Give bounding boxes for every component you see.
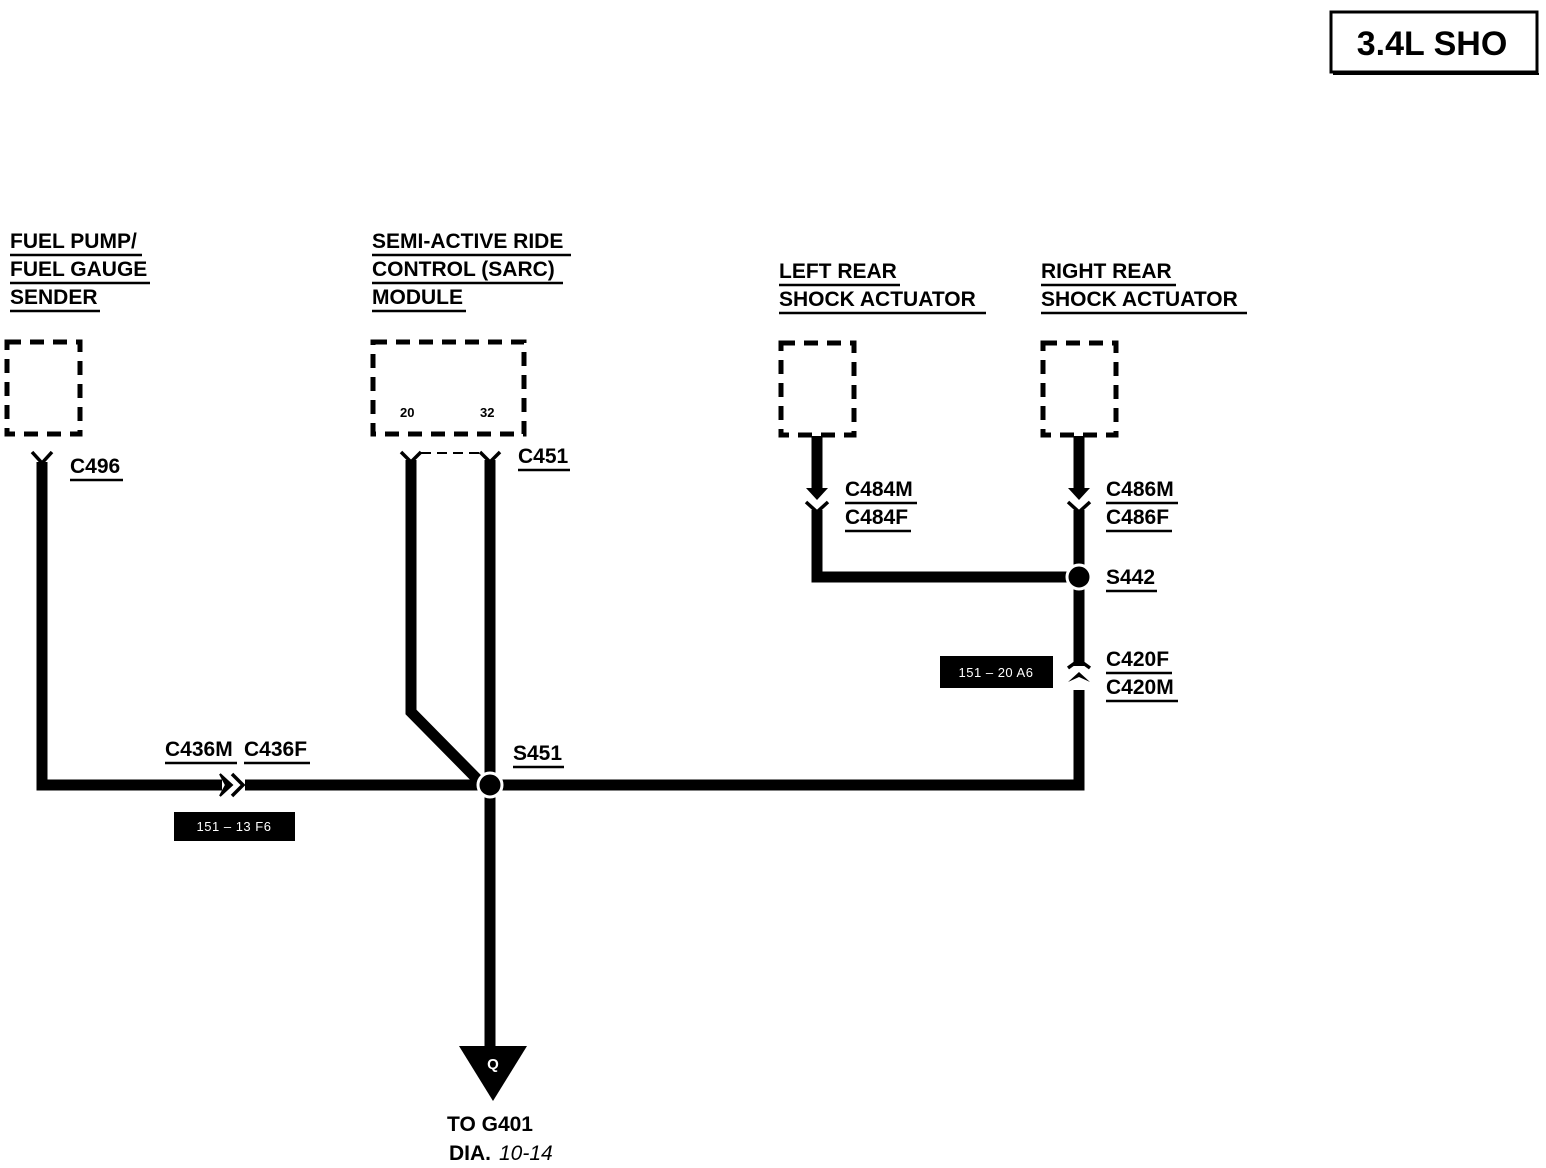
connector-c451-glyph xyxy=(399,450,502,465)
diagram-ref-prefix: DIA. xyxy=(449,1142,491,1165)
left-shock-box xyxy=(778,340,857,438)
location-ref-c420-text: 151 – 20 A6 xyxy=(959,665,1034,680)
connector-label-c486f: C486F xyxy=(1106,506,1169,529)
sarc-pin-32: 32 xyxy=(480,405,494,420)
fuel-pump-box xyxy=(4,339,83,437)
location-ref-c420: 151 – 20 A6 xyxy=(940,656,1053,688)
connector-c420-glyph xyxy=(1066,657,1092,682)
right-shock-label-line-1: RIGHT REAR xyxy=(1041,260,1172,283)
splice-s442-dot xyxy=(1065,563,1093,591)
connector-label-c420m: C420M xyxy=(1106,676,1174,699)
location-ref-c436: 151 – 13 F6 xyxy=(174,812,295,841)
sarc-pin-20: 20 xyxy=(400,405,414,420)
connector-label-c486m: C486M xyxy=(1106,478,1174,501)
right-rear-shock-label: RIGHT REAR SHOCK ACTUATOR xyxy=(1041,260,1247,315)
diagram-ref: DIA. 10-14 xyxy=(449,1142,553,1165)
location-ref-c436-text: 151 – 13 F6 xyxy=(197,819,272,834)
diagram-ref-number: 10-14 xyxy=(499,1142,553,1165)
splice-label-s442: S442 xyxy=(1106,566,1155,589)
fuel-pump-label-line-2: FUEL GAUGE xyxy=(10,258,147,281)
right-shock-box xyxy=(1040,340,1119,438)
ground-arrow: Q xyxy=(459,1046,527,1101)
fuel-pump-label-line-3: SENDER xyxy=(10,286,98,309)
left-shock-label-line-2: SHOCK ACTUATOR xyxy=(779,288,976,311)
ground-destination: TO G401 xyxy=(447,1113,533,1136)
connector-label-c436f: C436F xyxy=(244,738,307,761)
splice-s451-dot xyxy=(476,771,504,799)
sarc-module-label: SEMI-ACTIVE RIDE CONTROL (SARC) MODULE xyxy=(372,230,571,313)
fuel-pump-label: FUEL PUMP/ FUEL GAUGE SENDER xyxy=(10,230,150,313)
connector-label-c436m: C436M xyxy=(165,738,233,761)
sarc-label-line-3: MODULE xyxy=(372,286,463,309)
engine-badge-text: 3.4L SHO xyxy=(1357,25,1508,63)
engine-badge: 3.4L SHO xyxy=(1329,10,1539,75)
connector-c496-glyph xyxy=(30,450,54,466)
connector-c484-glyph xyxy=(804,488,830,515)
connector-c486-glyph xyxy=(1066,488,1092,515)
fuel-pump-label-line-1: FUEL PUMP/ xyxy=(10,230,137,253)
sarc-module-box xyxy=(370,339,527,437)
connector-label-c484m: C484M xyxy=(845,478,913,501)
connector-c436-glyph xyxy=(219,772,246,798)
sarc-label-line-2: CONTROL (SARC) xyxy=(372,258,555,281)
sarc-label-line-1: SEMI-ACTIVE RIDE xyxy=(372,230,563,253)
left-shock-label-line-1: LEFT REAR xyxy=(779,260,897,283)
left-rear-shock-label: LEFT REAR SHOCK ACTUATOR xyxy=(779,260,986,315)
connector-label-c496: C496 xyxy=(70,455,120,478)
right-shock-label-line-2: SHOCK ACTUATOR xyxy=(1041,288,1238,311)
splice-label-s451: S451 xyxy=(513,742,562,765)
ground-marker: Q xyxy=(487,1056,499,1073)
connector-label-c484f: C484F xyxy=(845,506,908,529)
connector-label-c451: C451 xyxy=(518,445,569,468)
connector-label-c420f: C420F xyxy=(1106,648,1169,671)
